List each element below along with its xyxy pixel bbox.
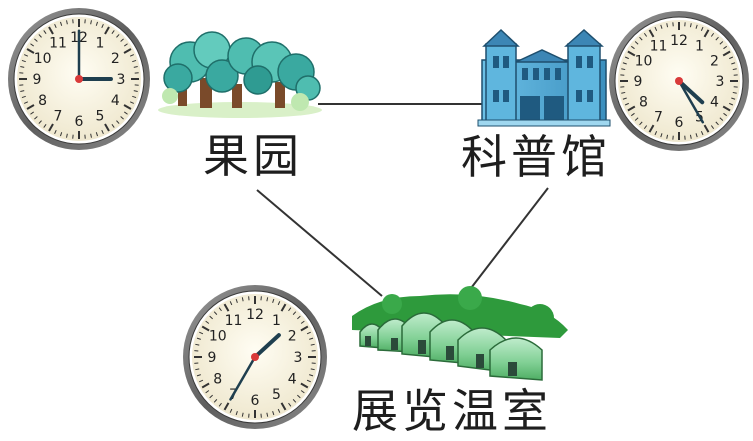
clock-numeral: 7 [54,108,63,124]
clock-numeral: 1 [96,36,105,52]
clock-numeral: 11 [49,36,67,52]
clock-numeral: 2 [710,54,719,70]
clock-numeral: 5 [272,387,281,403]
clock-numeral: 10 [635,54,653,70]
clock-numeral: 10 [34,51,52,67]
route-museum-greenhouse [468,188,548,292]
orchard-label: 果园 [203,133,303,179]
museum-building-icon [478,30,610,126]
clock-numeral: 4 [710,95,719,111]
clock-numeral: 10 [209,329,227,345]
clock-numeral: 3 [117,72,126,88]
museum-clock: 121234567891011 [609,11,749,151]
clock-numeral: 1 [272,313,281,329]
greenhouse-label: 展览温室 [352,388,552,434]
clock-numeral: 9 [33,72,42,88]
trees-icon [158,32,322,118]
clock-numeral: 8 [38,93,47,109]
clock-numeral: 2 [288,329,297,345]
clock-numeral: 9 [208,350,217,366]
greenhouse-clock: 121234567891011 [183,285,327,429]
clock-numeral: 8 [213,372,222,388]
museum-label: 科普馆 [461,134,611,180]
clock-pivot [75,75,83,83]
clock-pivot [675,77,683,85]
clock-numeral: 6 [675,115,684,131]
clock-pivot [251,353,259,361]
clock-numeral: 9 [634,74,643,90]
clock-numeral: 3 [716,74,725,90]
clock-numeral: 12 [670,33,688,49]
clock-numeral: 6 [251,393,260,409]
greenhouse-icon [352,286,568,380]
clock-numeral: 4 [288,372,297,388]
clock-numeral: 11 [225,313,243,329]
clock-numeral: 7 [654,110,663,126]
route-orchard-greenhouse [257,190,382,296]
clock-numeral: 12 [246,307,264,323]
clock-numeral: 3 [294,350,303,366]
clock-numeral: 1 [695,38,704,54]
clock-numeral: 8 [639,95,648,111]
clock-numeral: 11 [650,38,668,54]
clock-numeral: 4 [111,93,120,109]
clock-numeral: 5 [96,108,105,124]
clock-numeral: 6 [75,114,84,130]
clock-numeral: 2 [111,51,120,67]
orchard-clock: 121234567891011 [8,8,150,150]
